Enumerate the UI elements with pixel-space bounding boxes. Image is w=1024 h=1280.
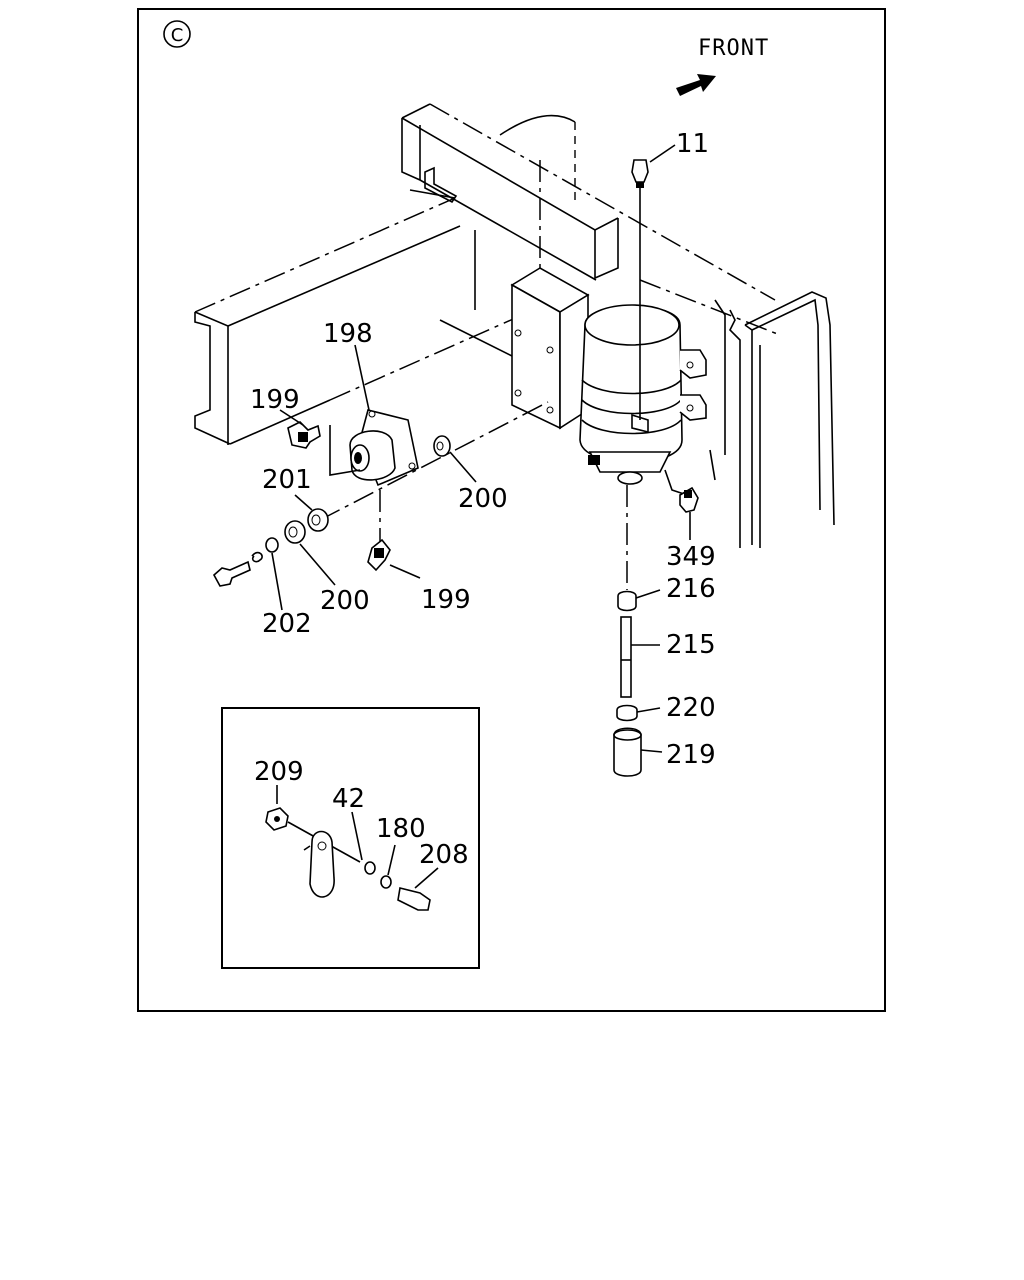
part-200-washer-right [433,435,477,483]
part-200-washer-left [284,520,336,586]
callout-11: 11 [676,129,709,159]
part-11-vent [631,144,676,420]
part-201-spacer [294,494,329,532]
callout-219: 219 [666,740,716,770]
callout-202: 202 [262,609,312,639]
part-216-fitting [617,589,661,612]
callout-209: 209 [254,757,304,787]
callout-216: 216 [666,574,716,604]
callout-201: 201 [262,465,312,495]
part-198-valve [349,344,419,487]
part-202-washer [265,537,283,611]
callout-349: 349 [666,542,716,572]
part-199-upper [279,409,321,449]
callout-199-lower: 199 [421,585,471,615]
detail-inset: 209 42 180 208 [221,707,480,969]
assembly-lines [319,401,628,590]
part-180-washer [380,875,392,889]
mounting-bolt [212,551,263,587]
callout-208: 208 [419,840,469,870]
callout-220: 220 [666,693,716,723]
callout-199-upper: 199 [250,385,300,415]
section-mark-letter: C [171,25,184,46]
part-349-elbow [679,486,699,540]
section-mark: C [163,20,191,48]
part-220-seal [616,704,661,722]
callout-215: 215 [666,630,716,660]
part-219-element [613,727,663,777]
chassis-frame [194,103,835,548]
front-arrow-icon [676,74,716,96]
callout-180: 180 [376,814,426,844]
callout-42: 42 [332,784,365,814]
front-indicator: FRONT [676,36,769,96]
front-label: FRONT [698,36,769,61]
part-42-washer [364,861,376,875]
part-208-bolt [397,887,431,911]
callout-198: 198 [323,319,373,349]
filter-canister [579,304,707,497]
mounting-bracket [510,267,590,430]
clip-bracket [309,830,335,898]
diagram-border [137,8,886,1012]
part-199-lower [367,538,421,579]
callout-200-left: 200 [320,586,370,616]
callout-200-right: 200 [458,484,508,514]
part-215-pipe [620,616,660,698]
